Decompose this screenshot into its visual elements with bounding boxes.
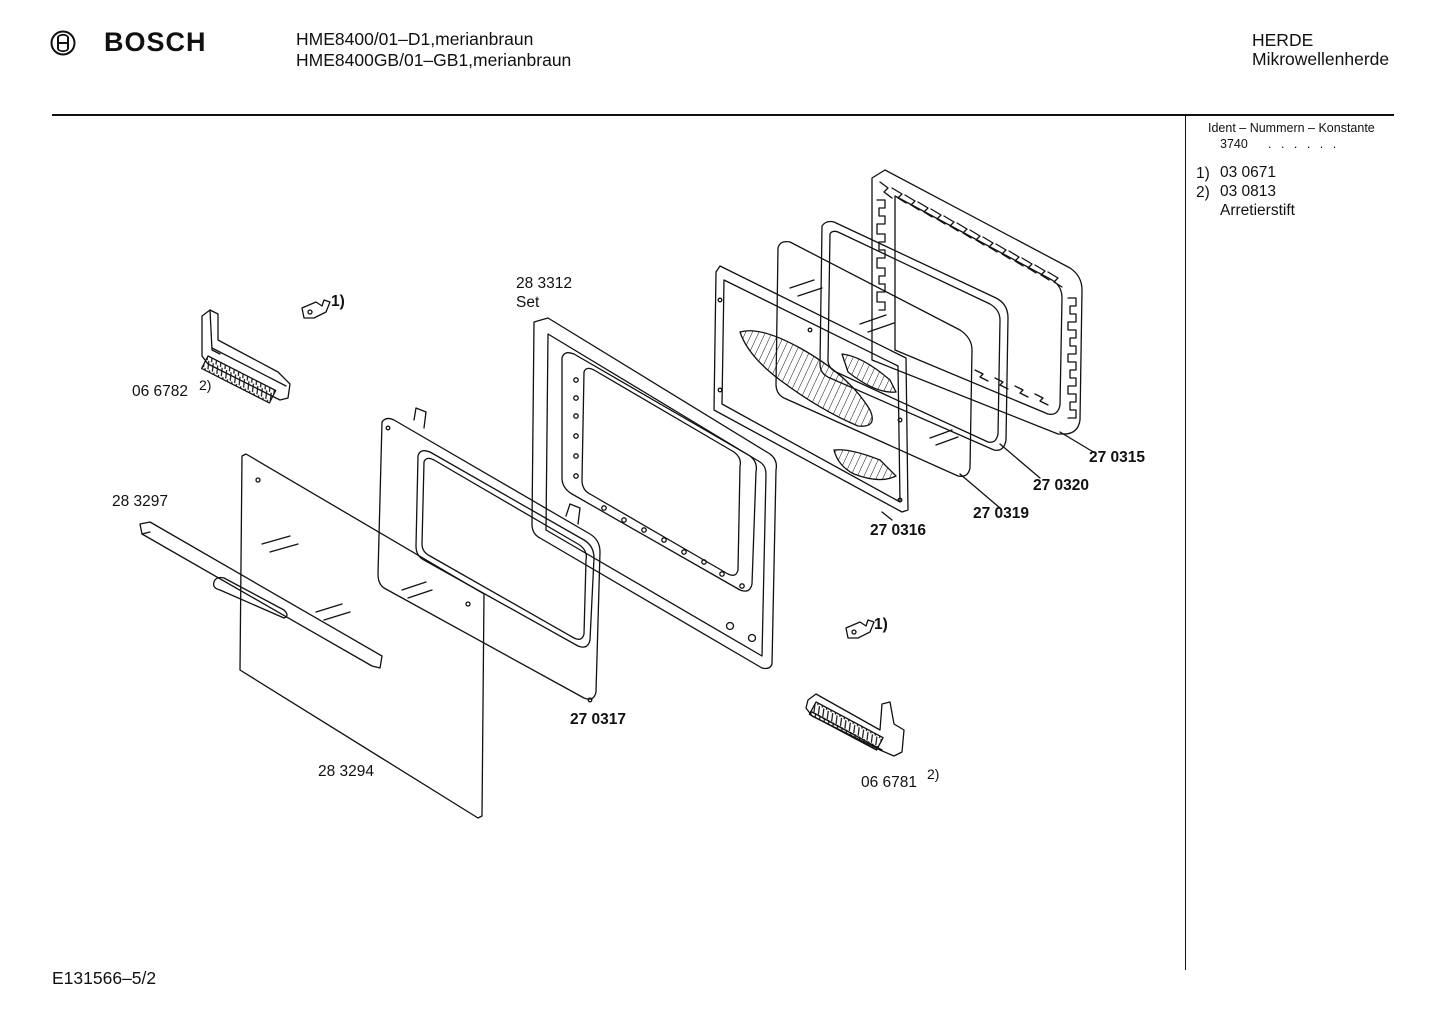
label-270315: 27 0315 <box>1089 449 1146 466</box>
label-270319: 27 0319 <box>973 505 1030 522</box>
label-270316: 27 0316 <box>870 522 927 539</box>
note-2-description: Arretierstift <box>1220 202 1295 219</box>
note-1-value: 03 0671 <box>1220 164 1277 181</box>
part-hinge-066781 <box>805 693 905 757</box>
document-id: E131566–5/2 <box>52 968 157 988</box>
label-066782-ref: 2) <box>199 377 212 393</box>
label-283294: 28 3294 <box>318 763 375 780</box>
category-subtitle: Mikrowellenherde <box>1252 49 1390 69</box>
part-mesh-screen-270316 <box>713 265 909 521</box>
note-2-value: 03 0813 <box>1220 183 1277 200</box>
part-handle-283297 <box>139 521 383 669</box>
part-clip-top <box>301 299 331 319</box>
bosch-logo-icon <box>50 30 76 56</box>
exploded-door-drawing <box>139 169 1096 819</box>
part-hinge-066782 <box>200 309 291 404</box>
brand-name: BOSCH <box>104 27 207 57</box>
category-title: HERDE <box>1252 30 1314 50</box>
label-clip-bottom-ref: 1) <box>874 616 888 633</box>
label-283312-set: Set <box>516 294 540 311</box>
sidebar-divider <box>1185 116 1186 970</box>
part-door-frame-283312 <box>531 317 778 670</box>
label-270320: 27 0320 <box>1033 477 1090 494</box>
part-front-glass-283294 <box>239 453 485 819</box>
label-066782: 06 6782 <box>132 383 189 400</box>
note-2-marker: 2) <box>1196 184 1210 201</box>
label-clip-top-ref: 1) <box>331 293 345 310</box>
label-066781-ref: 2) <box>927 766 940 782</box>
ident-title: Ident – Nummern – Konstante <box>1208 121 1375 135</box>
header-divider <box>52 114 1394 116</box>
label-270317: 27 0317 <box>570 711 627 728</box>
ident-dots: . . . . . . <box>1268 137 1340 151</box>
part-glass-pane-270319 <box>775 240 1001 509</box>
model-line-2: HME8400GB/01–GB1,merianbraun <box>296 50 572 70</box>
part-clip-bottom <box>845 619 875 639</box>
part-window-frame-270317 <box>377 407 601 703</box>
model-line-1: HME8400/01–D1,merianbraun <box>296 29 534 49</box>
label-066781: 06 6781 <box>861 774 918 791</box>
label-283312: 28 3312 <box>516 275 573 292</box>
part-seal-frame-270315 <box>871 169 1096 454</box>
ident-number: 3740 <box>1220 137 1248 151</box>
label-283297: 28 3297 <box>112 493 169 510</box>
part-gasket-270320 <box>819 220 1041 479</box>
note-1-marker: 1) <box>1196 165 1210 182</box>
